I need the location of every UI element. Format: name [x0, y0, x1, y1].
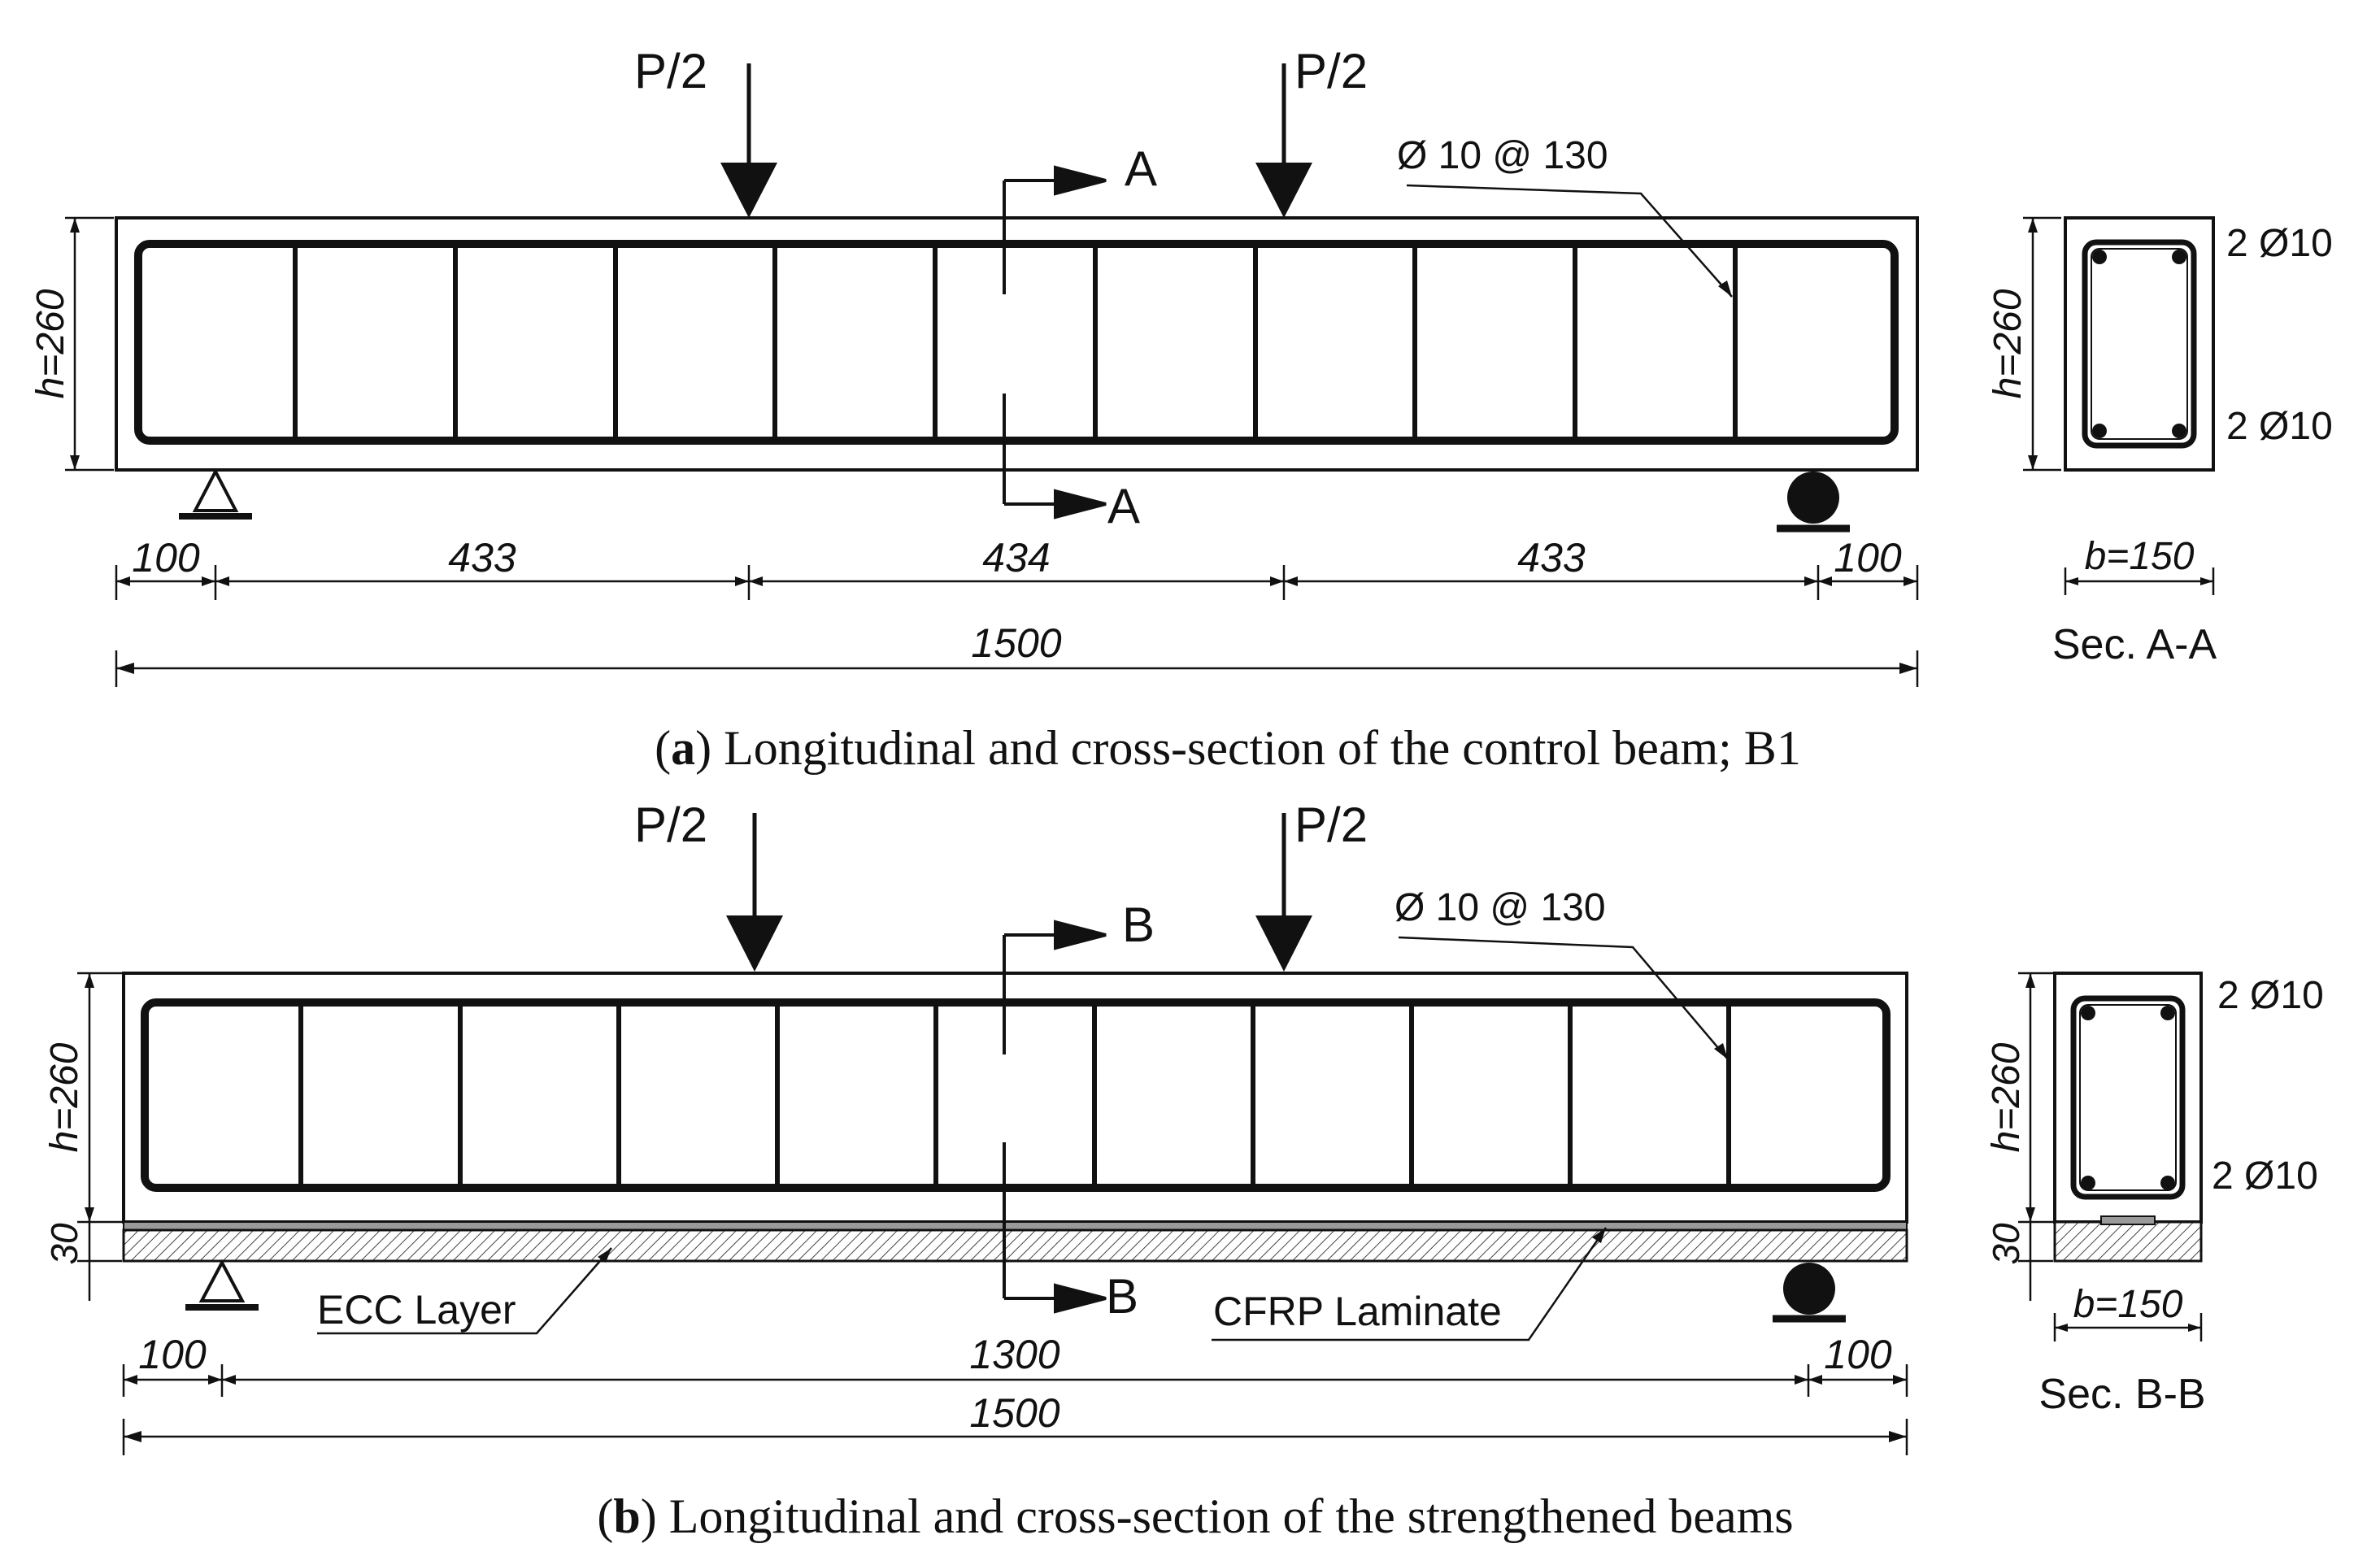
section-width-dimension-b [2053, 1313, 2203, 1341]
section-bottom-bars-a: 2 Ø10 [2226, 405, 2333, 448]
load-arrow-right-b [1255, 813, 1312, 972]
stirrup-label-a: Ø 10 @ 130 [1397, 134, 1608, 177]
caption-text-b: Longitudinal and cross-section of the st… [669, 1489, 1794, 1543]
stirrups-a [293, 248, 1738, 437]
caption-a: (a) Longitudinal and cross-section of th… [655, 721, 1801, 775]
load-arrow-left-b [726, 813, 783, 972]
section-layer-thickness-b: 30 [1985, 1223, 2027, 1265]
section-width-dimension-a [2064, 567, 2215, 595]
height-dimension-a [65, 216, 114, 472]
dim-end-left-b: 100 [138, 1332, 207, 1377]
segment-dimension-line-a [115, 565, 1919, 600]
dim-end-right-a: 100 [1834, 535, 1902, 580]
total-length-b: 1500 [969, 1390, 1059, 1436]
total-length-a: 1500 [971, 620, 1061, 666]
height-label-b: h=260 [43, 1042, 86, 1152]
section-height-label-a: h=260 [1986, 289, 2030, 398]
segment-arrowheads-a [116, 576, 1917, 586]
section-mark-top-a: A [1125, 141, 1157, 196]
total-dimension-b [122, 1419, 1908, 1455]
pin-support-a [179, 467, 252, 520]
roller-support-b [1773, 1263, 1846, 1323]
pin-support-b [185, 1259, 259, 1311]
layer-thickness-b: 30 [43, 1223, 85, 1265]
section-mark-bottom-a: A [1107, 479, 1140, 533]
load-label-right-a: P/2 [1294, 44, 1368, 98]
cfrp-leader-b [1212, 1227, 1608, 1341]
height-label-a: h=260 [29, 289, 72, 398]
section-width-label-a: b=150 [2085, 535, 2195, 578]
dim-end-right-b: 100 [1824, 1332, 1892, 1377]
cross-section-b [2053, 972, 2203, 1263]
dim-middle-a: 434 [982, 535, 1050, 580]
stirrup-leader-b [1398, 936, 1729, 1060]
segment-arrowheads-b [124, 1375, 1907, 1385]
section-cut-line-a [1003, 165, 1107, 520]
caption-letter-b: b [613, 1489, 640, 1543]
load-label-right-b: P/2 [1294, 798, 1368, 852]
section-height-label-b: h=260 [1985, 1042, 2028, 1152]
rebar-cage-b [141, 998, 1891, 1192]
section-height-dimension-a [2023, 216, 2061, 472]
segment-dimension-line-b [122, 1364, 1908, 1397]
dim-shear-left-a: 433 [448, 535, 516, 580]
section-mark-top-b: B [1122, 898, 1155, 952]
load-label-left-b: P/2 [634, 798, 707, 852]
section-width-label-b: b=150 [2073, 1283, 2183, 1326]
section-mark-bottom-b: B [1106, 1269, 1138, 1324]
dim-shear-right-a: 433 [1517, 535, 1586, 580]
total-dimension-a [115, 650, 1919, 687]
section-cut-line-b [1003, 920, 1107, 1314]
section-top-bars-a: 2 Ø10 [2226, 222, 2333, 265]
section-top-bars-b: 2 Ø10 [2217, 974, 2324, 1017]
section-bottom-bars-b: 2 Ø10 [2212, 1154, 2318, 1198]
caption-b: (b) Longitudinal and cross-section of th… [597, 1489, 1793, 1543]
stirrups-b [298, 1007, 1731, 1184]
stirrup-leader-a [1406, 184, 1733, 298]
section-title-b: Sec. B-B [2038, 1371, 2205, 1418]
ecc-layer-b [122, 1228, 1908, 1263]
dim-end-left-a: 100 [132, 535, 200, 580]
panel-b: P/2 P/2 B B Ø 10 @ 130 [43, 798, 2324, 1543]
beam-outline-a [115, 216, 1919, 472]
ecc-label-b: ECC Layer [317, 1287, 516, 1333]
height-dimension-b [77, 972, 122, 1301]
cfrp-label-b: CFRP Laminate [1213, 1289, 1502, 1334]
roller-support-a [1777, 472, 1850, 533]
load-label-left-a: P/2 [634, 44, 707, 98]
section-title-a: Sec. A-A [2052, 621, 2217, 668]
ecc-leader-b [317, 1247, 612, 1335]
section-height-dimension-b [2018, 972, 2053, 1301]
caption-text-a: Longitudinal and cross-section of the co… [724, 721, 1801, 775]
stirrup-label-b: Ø 10 @ 130 [1394, 886, 1606, 929]
rebar-cage-a [134, 240, 1899, 445]
panel-a: P/2 P/2 A A Ø 10 @ 130 [29, 44, 2333, 775]
caption-letter-a: a [671, 721, 695, 775]
load-arrow-left-a [720, 63, 777, 218]
load-arrow-right-a [1255, 63, 1312, 218]
cross-section-a [2064, 216, 2215, 472]
dim-span-b: 1300 [969, 1332, 1059, 1377]
